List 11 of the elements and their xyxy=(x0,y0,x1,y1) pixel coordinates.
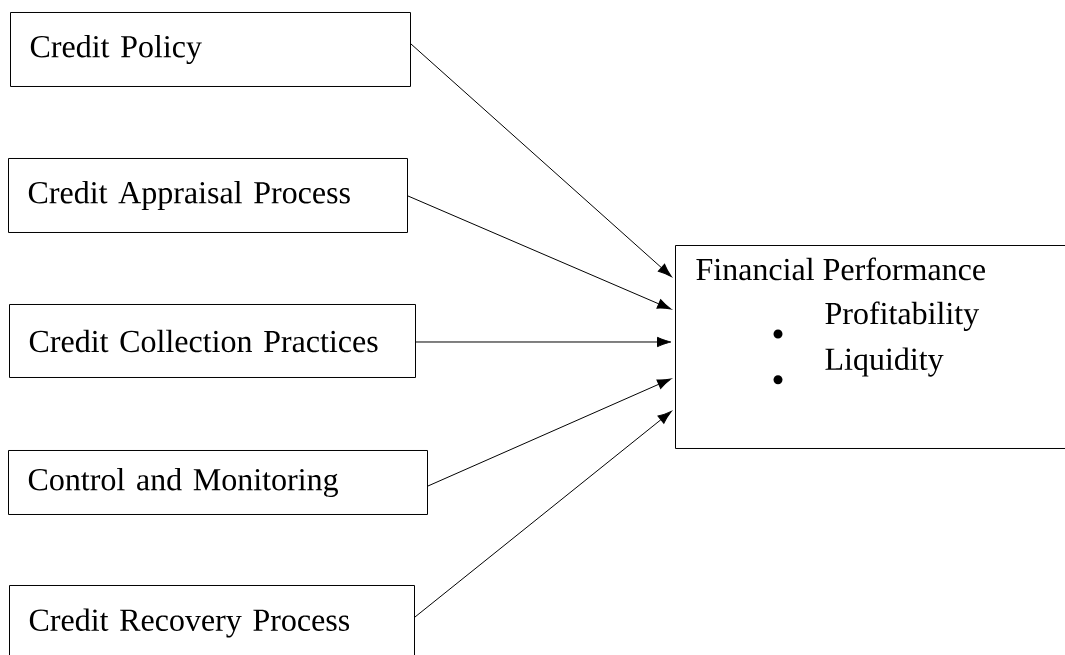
factor-box: Credit Collection Practices xyxy=(9,304,416,378)
arrow xyxy=(414,410,672,618)
outcome-box: Financial Performance Profitability Liquidity xyxy=(675,245,1065,449)
factor-box: Credit Appraisal Process xyxy=(8,158,408,233)
arrow xyxy=(407,195,672,310)
factor-box: Credit Policy xyxy=(10,12,411,87)
arrow xyxy=(415,336,672,348)
arrow xyxy=(410,43,672,277)
factor-box: Credit Recovery Process xyxy=(9,585,415,655)
factor-box: Control and Monitoring xyxy=(8,450,428,515)
arrow xyxy=(427,378,672,487)
